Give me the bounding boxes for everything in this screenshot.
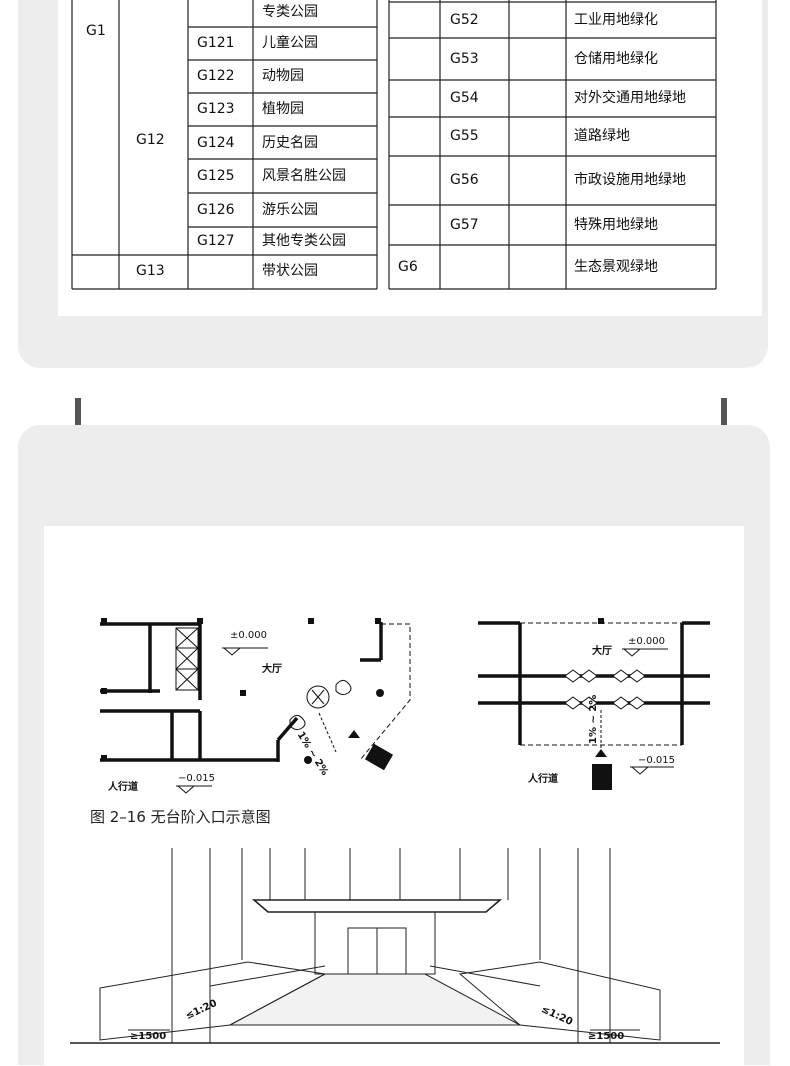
level-sidewalk-label: −0.015	[178, 773, 216, 784]
table-cell: 植物园	[262, 101, 304, 117]
table-cell: 历史名园	[262, 135, 318, 151]
table-cell: G1	[86, 23, 106, 39]
table-cell: 特殊用地绿地	[574, 217, 658, 233]
sidewalk-label: 人行道	[108, 782, 138, 793]
left-plan	[100, 618, 411, 794]
table-cell: G126	[197, 202, 235, 218]
sidewalk-label: 人行道	[528, 774, 558, 785]
hall-label: 大厅	[592, 646, 612, 657]
right-plan	[478, 618, 710, 790]
table-cell: 游乐公园	[262, 202, 318, 218]
hanger-rod-right	[721, 398, 727, 432]
slope-label: 1% ~ 2%	[588, 694, 599, 744]
table-cell: G52	[450, 12, 479, 28]
table-cell: 工业用地绿化	[574, 12, 658, 28]
table-cell: 带状公园	[262, 263, 318, 279]
figure-caption: 图 2–16 无台阶入口示意图	[90, 808, 271, 826]
table-cell: 市政设施用地绿地	[574, 172, 686, 188]
table-cell: G56	[450, 172, 479, 188]
table-cell: G55	[450, 128, 479, 144]
hall-label: 大厅	[262, 664, 282, 675]
table-cell: 对外交通用地绿地	[574, 90, 686, 106]
table-cell: G123	[197, 101, 235, 117]
table-cell: 道路绿地	[574, 128, 630, 144]
table-cell: G125	[197, 168, 235, 184]
ramp-width-label: ≥1500	[130, 1031, 167, 1042]
table-cell: G6	[398, 259, 418, 275]
table-cell: 儿童公园	[262, 35, 318, 51]
table-cell: G53	[450, 51, 479, 67]
table-cell: 动物园	[262, 68, 304, 84]
table-cell: G54	[450, 90, 479, 106]
table-cell: G12	[136, 132, 165, 148]
table-cell: G122	[197, 68, 235, 84]
table-cell: G13	[136, 263, 165, 279]
table-cell: G127	[197, 233, 235, 249]
top-panel	[18, 0, 768, 368]
level-hall-label: ±0.000	[628, 636, 666, 647]
table-cell: 专类公园	[262, 4, 318, 20]
table-cell: 风景名胜公园	[262, 168, 346, 184]
table-grid	[71, 0, 717, 290]
table-cell: 生态景观绿地	[574, 259, 658, 275]
perspective-sketch	[70, 848, 720, 1044]
table-cell: G124	[197, 135, 235, 151]
table-cell: 其他专类公园	[262, 233, 346, 249]
table-cell: G121	[197, 35, 235, 51]
table-cell: 仓储用地绿化	[574, 51, 658, 67]
level-hall-label: ±0.000	[230, 630, 268, 641]
level-sidewalk-label: −0.015	[638, 755, 676, 766]
table-sheet	[58, 0, 762, 316]
hanger-rod-left	[75, 398, 81, 432]
ramp-width-label: ≥1500	[588, 1031, 625, 1042]
table-cell: G57	[450, 217, 479, 233]
